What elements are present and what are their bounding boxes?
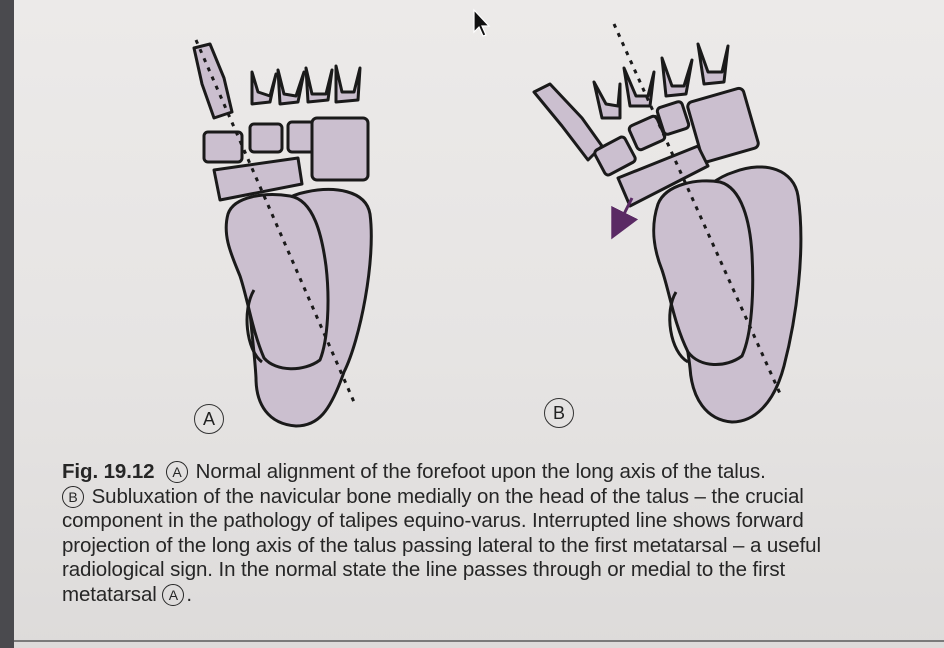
metatarsal-2-b [594,82,620,118]
panel-b-drawing [534,24,801,422]
metatarsal-5 [336,66,360,102]
metatarsal-4-b [662,58,692,96]
cuboid [312,118,368,180]
ref-a-end-circle: A [162,584,184,606]
first-metatarsal-b [534,84,602,160]
caption-line3: projection of the long axis of the talus… [62,534,821,557]
medial-cuneiform [204,132,242,162]
displacement-arrow [618,198,632,226]
figure-number: Fig. 19.12 [62,460,154,483]
ref-a-circle: A [166,461,188,483]
talus-b [654,181,753,365]
metatarsal-3 [278,70,304,104]
metatarsal-5-b [698,44,728,84]
ref-b-circle: B [62,486,84,508]
caption-line4: radiological sign. In the normal state t… [62,558,785,581]
textbook-page: A B Fig. 19.12 A Normal alignment of the… [14,0,944,648]
mouse-pointer-icon [472,8,492,38]
metatarsal-3-b [624,68,654,106]
figure-box: A B Fig. 19.12 A Normal alignment of the… [14,0,944,642]
metatarsal-4 [306,68,332,102]
foot-diagram [14,0,944,460]
caption-line1: Subluxation of the navicular bone medial… [92,485,804,508]
caption-line2: component in the pathology of talipes eq… [62,509,804,532]
caption-period: . [186,583,192,606]
panel-b-label: B [544,398,574,428]
metatarsal-2 [252,72,276,104]
panel-a-label: A [194,404,224,434]
intermediate-cuneiform [250,124,282,152]
caption-text-a: Normal alignment of the forefoot upon th… [196,460,766,483]
panel-a-drawing [194,40,371,426]
figure-caption: Fig. 19.12 A Normal alignment of the for… [62,460,932,608]
talus [226,195,328,369]
caption-line5: metatarsal [62,583,157,606]
